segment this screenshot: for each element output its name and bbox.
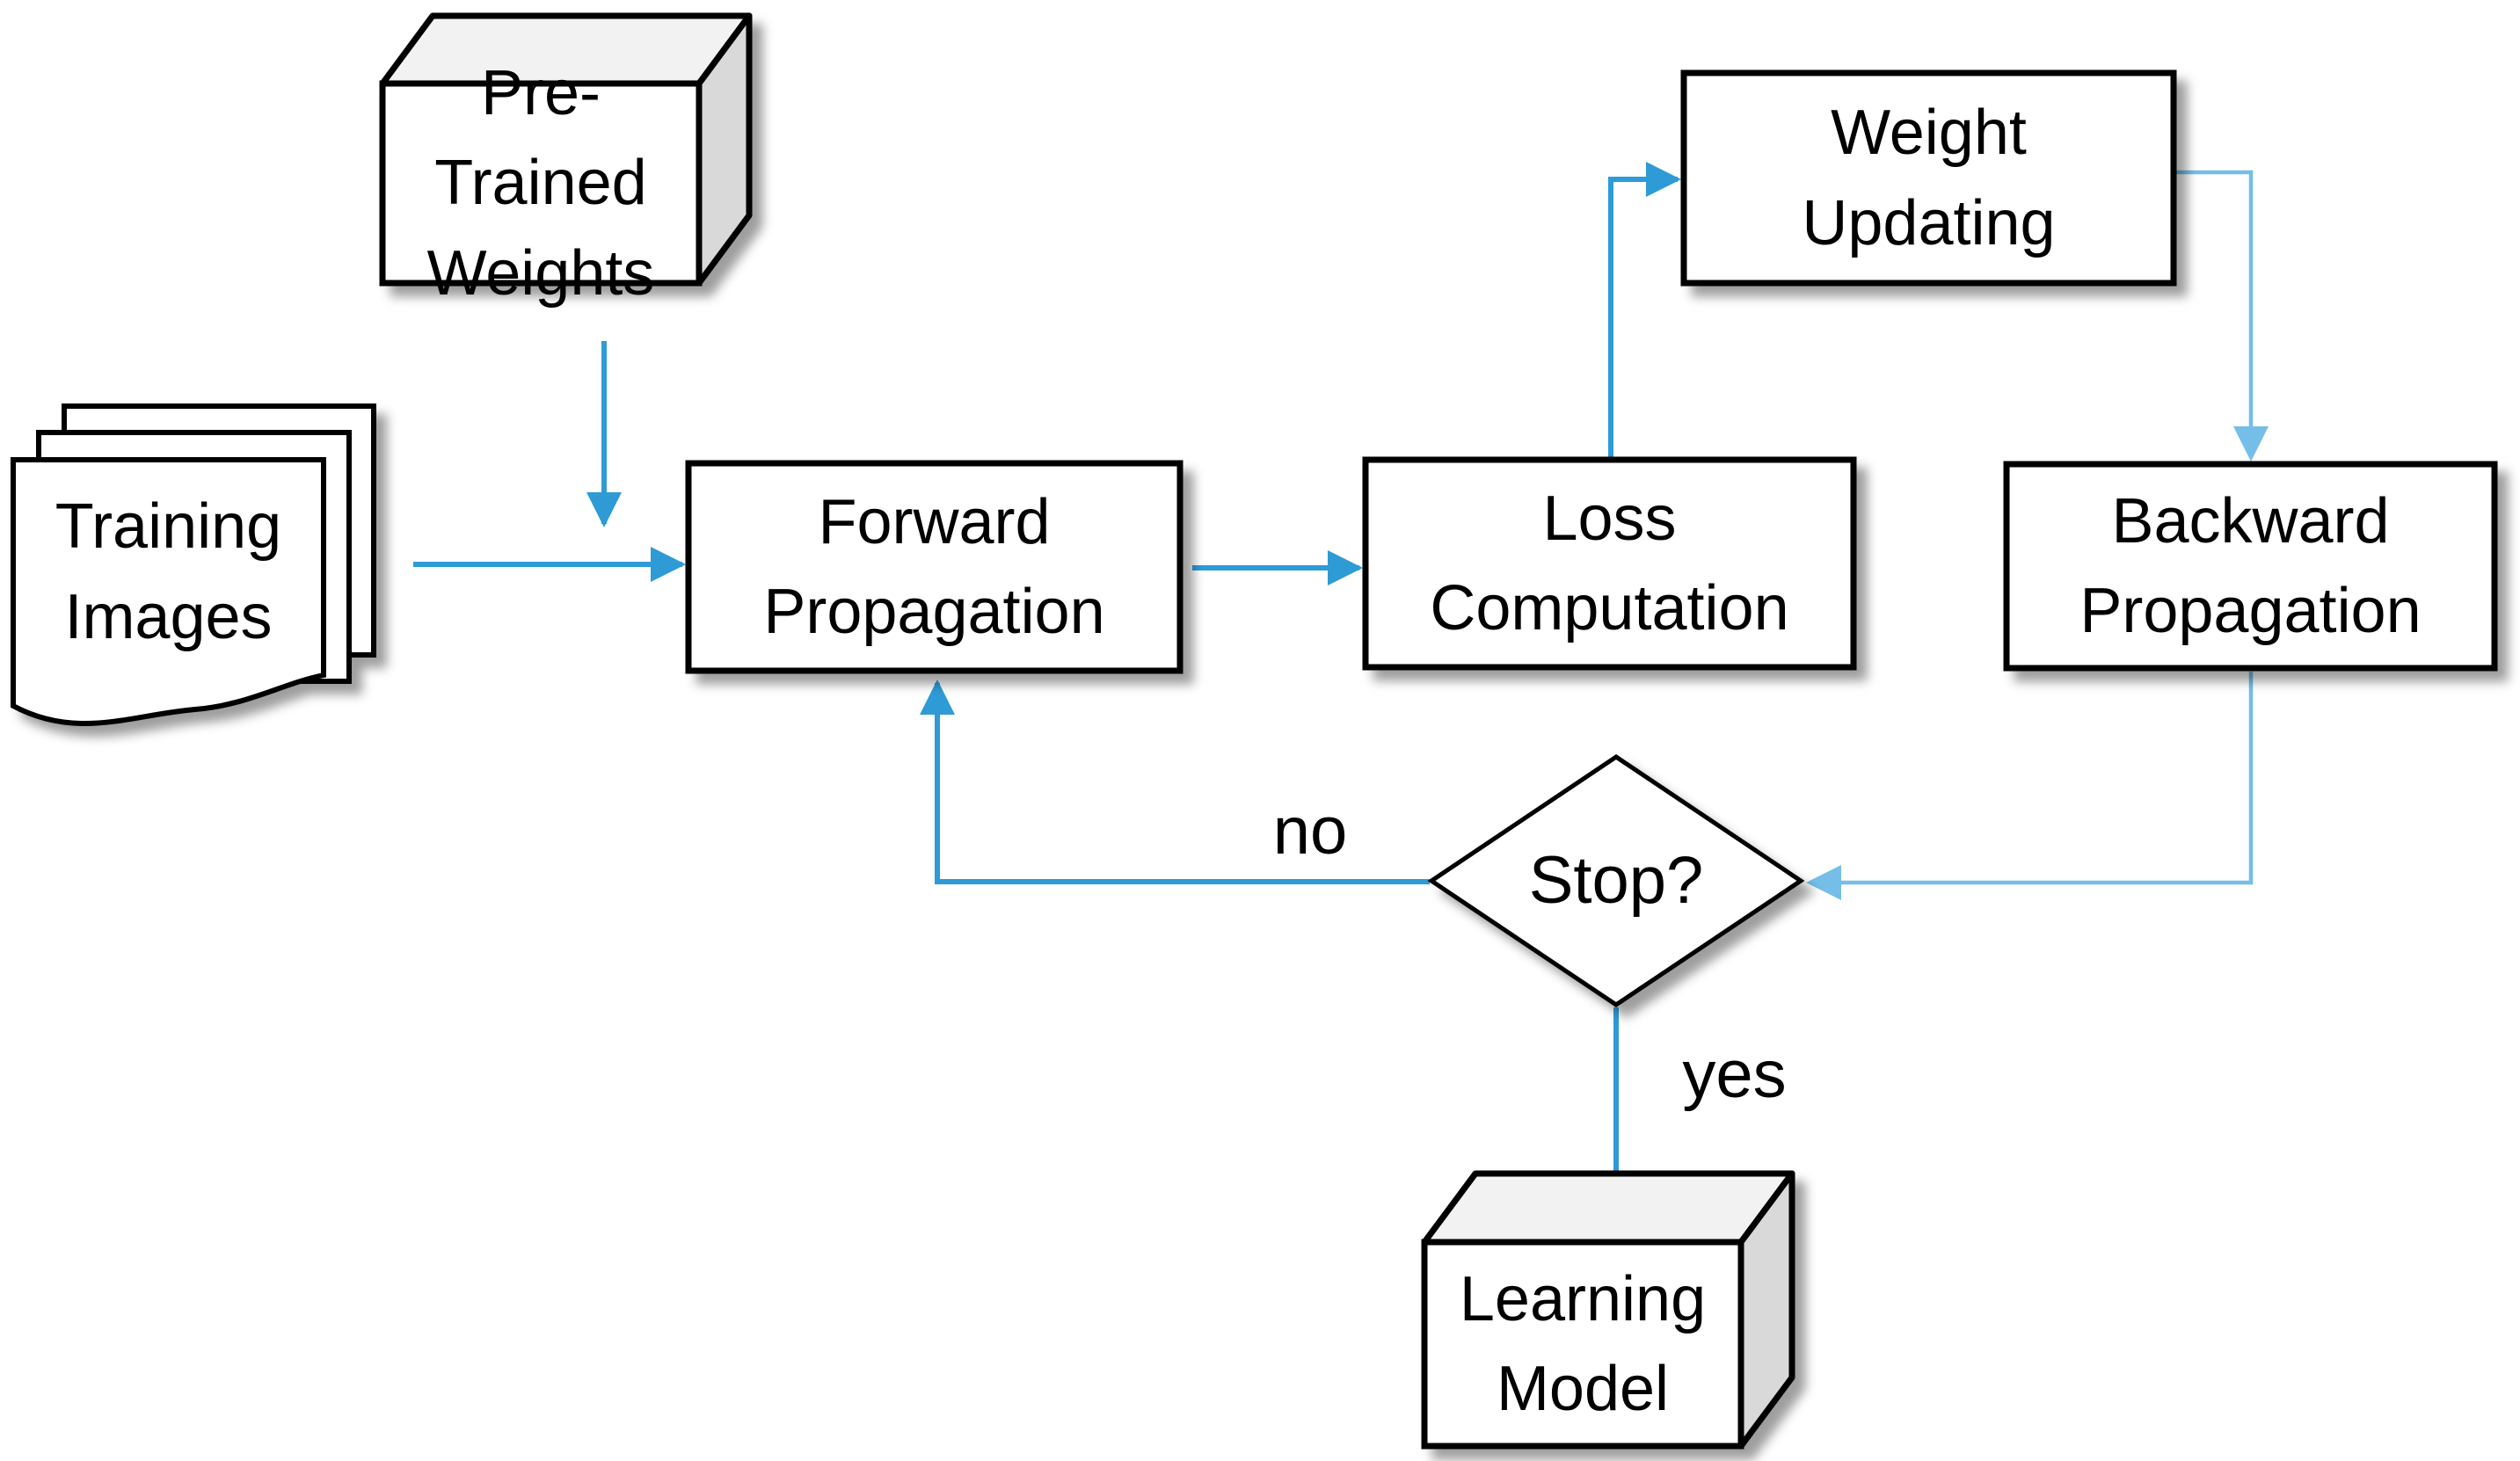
training-images-node	[11, 403, 376, 726]
pretrained-weights-node	[379, 12, 753, 287]
training-images-page-front	[11, 457, 326, 726]
learning-model-top-face	[1421, 1170, 1795, 1246]
learning-model-front-face	[1421, 1239, 1744, 1450]
forward-propagation-box	[685, 460, 1184, 674]
edge-backward-to-stop	[1806, 672, 2254, 900]
pretrained-weights-front-face	[379, 80, 703, 287]
weight-updating-box	[1680, 69, 2177, 287]
edge-stop-no-to-forward	[920, 680, 1430, 884]
edges	[413, 162, 2269, 1239]
backward-propagation-box	[2003, 461, 2498, 672]
loss-computation-box	[1362, 456, 1857, 671]
pretrained-weights-top-face	[379, 12, 753, 87]
learning-model-node	[1421, 1170, 1795, 1450]
edge-loss-to-weight-updating	[1608, 162, 1681, 458]
stop-decision-diamond	[1427, 753, 1805, 1008]
edge-weight-updating-to-backward	[2175, 170, 2269, 462]
